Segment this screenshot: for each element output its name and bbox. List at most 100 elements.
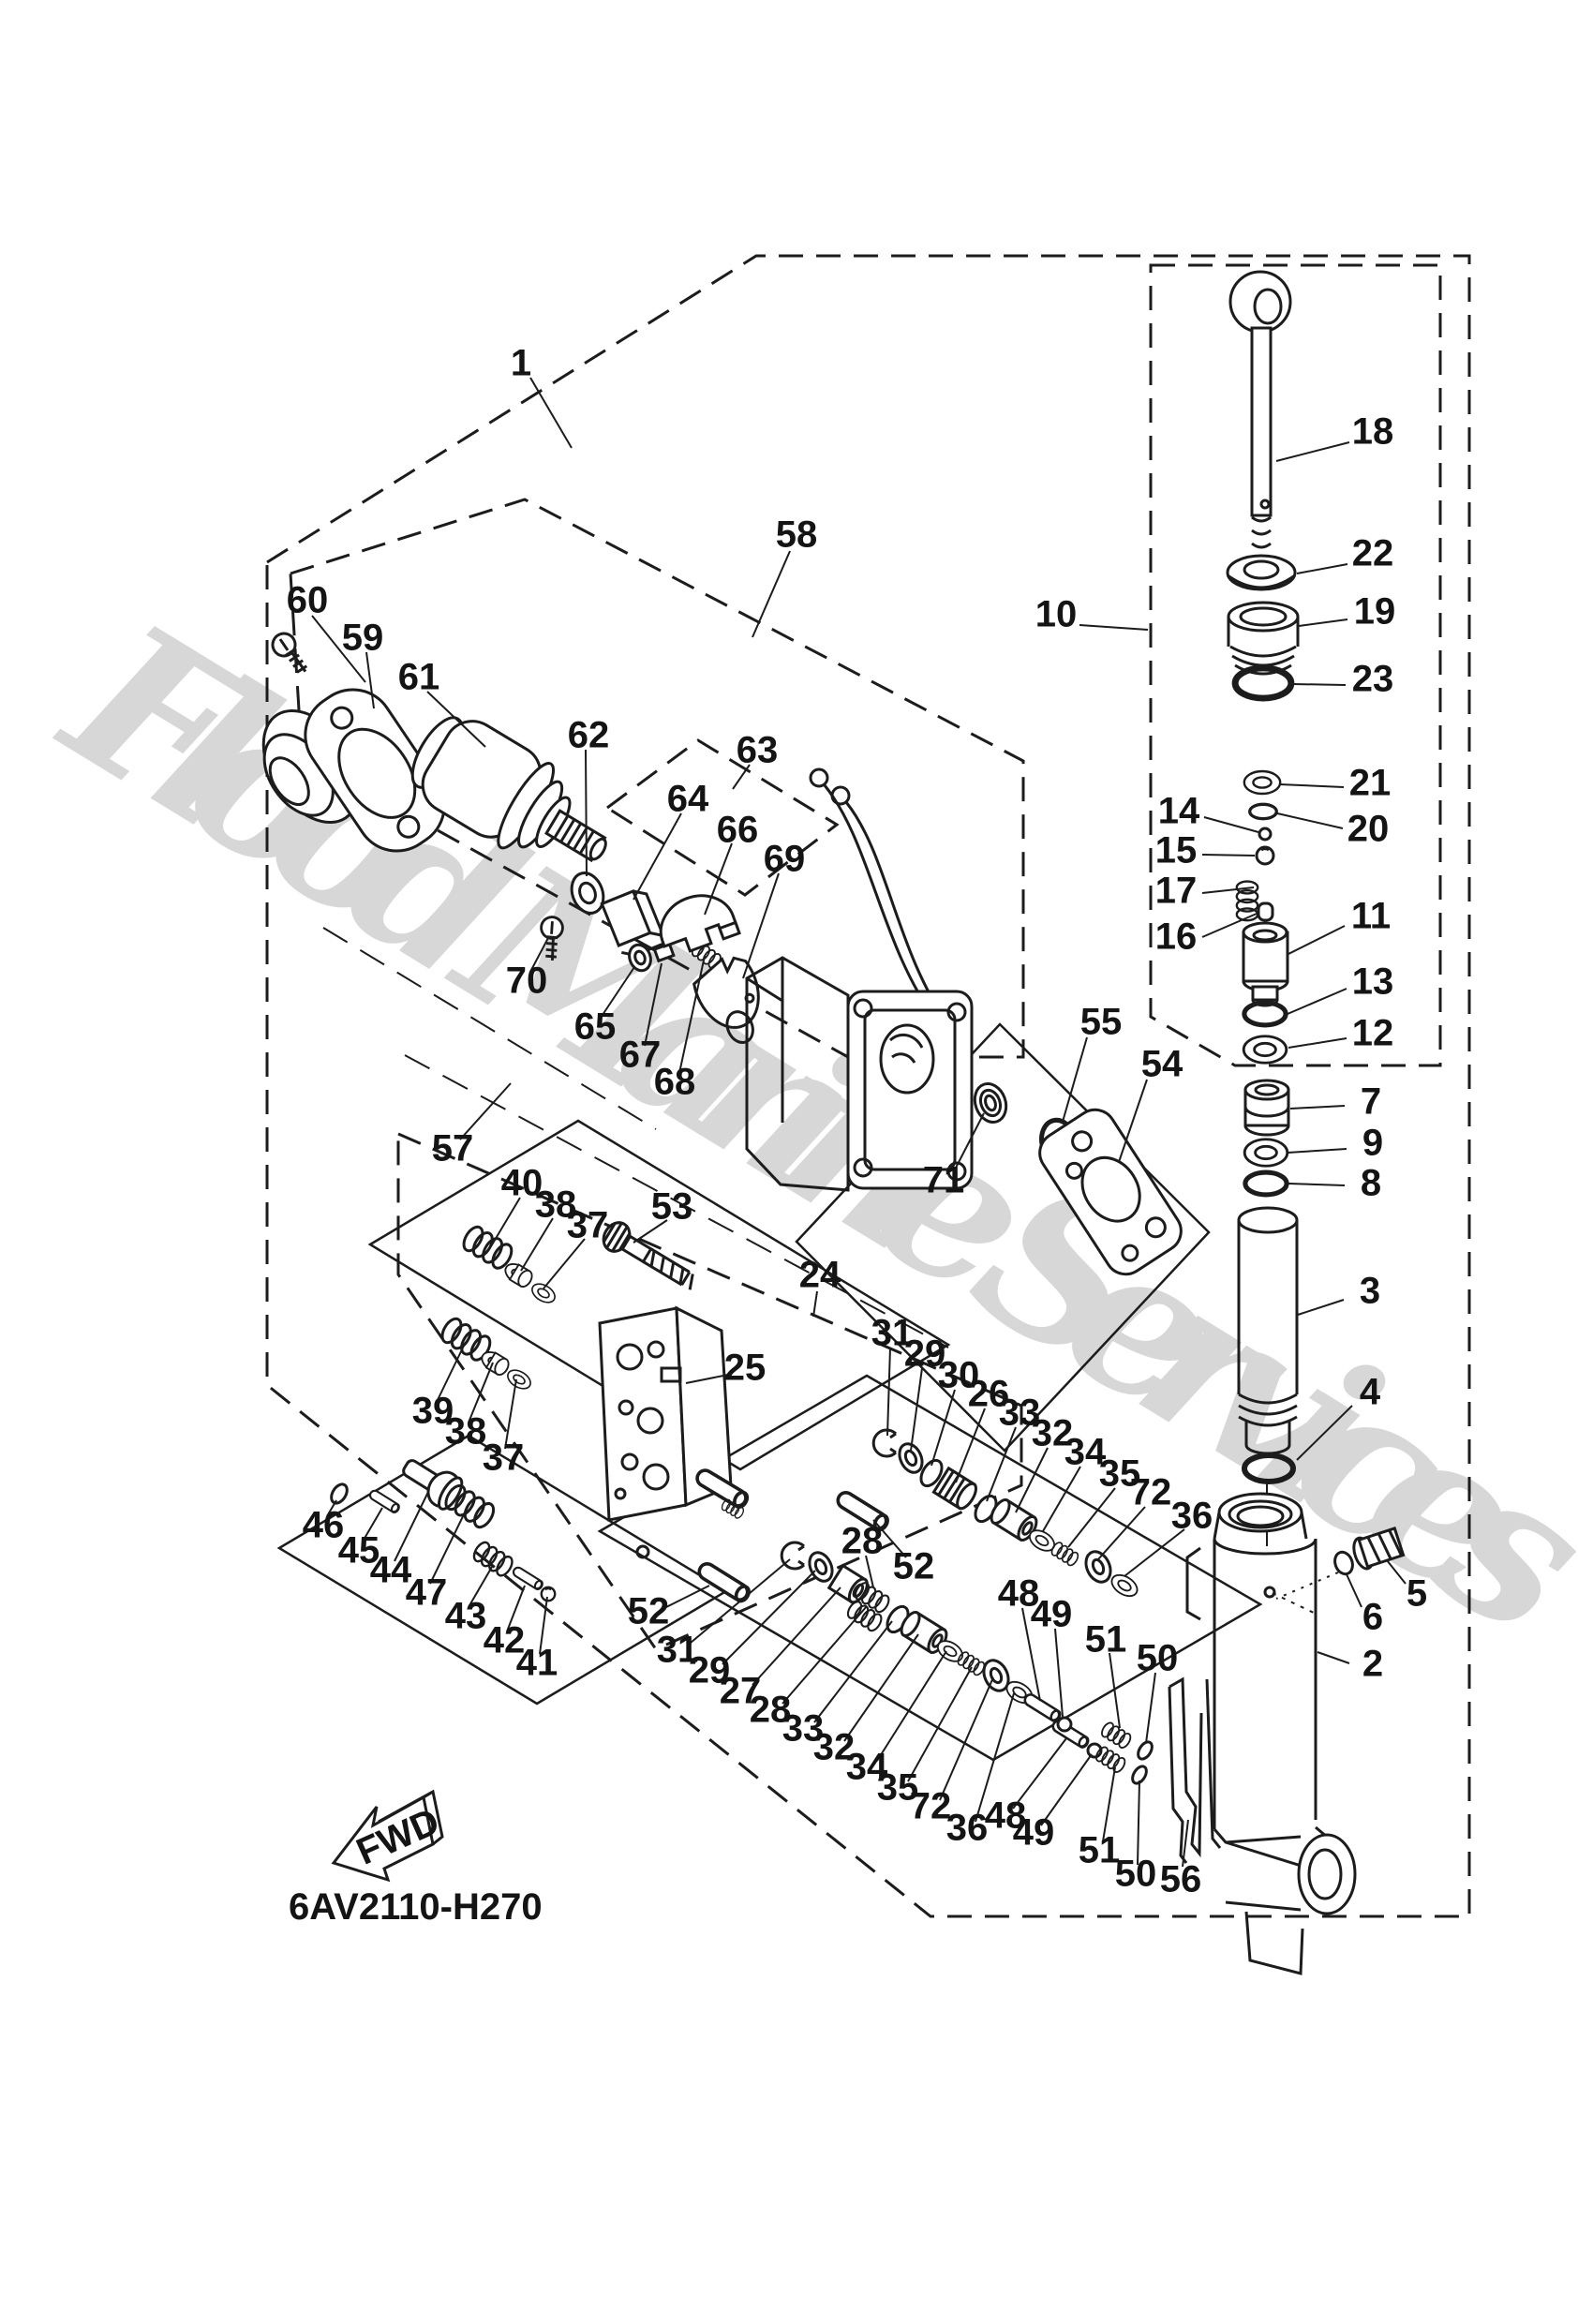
leader-line-18 <box>1275 441 1350 462</box>
part-label-24: 24 <box>799 1255 841 1296</box>
part-label-33: 33 <box>999 1393 1041 1434</box>
part-label-25: 25 <box>724 1348 767 1389</box>
leader-line-32 <box>1015 1447 1049 1513</box>
part-42-pin <box>511 1564 545 1592</box>
part-53-bolt <box>597 1216 704 1298</box>
part-49-ball <box>1056 1716 1073 1733</box>
leader-line-35 <box>907 1666 973 1782</box>
part-51-spring <box>1093 1744 1128 1776</box>
part-label-35: 35 <box>1099 1453 1141 1495</box>
leader-line-50 <box>1137 1780 1140 1866</box>
watermark: Flood Marine Services <box>26 574 1578 1683</box>
part-label-43: 43 <box>445 1596 487 1637</box>
leader-line-51 <box>1102 1766 1116 1842</box>
part-62-washer <box>570 872 605 915</box>
part-label-32: 32 <box>1032 1413 1074 1454</box>
hidden-pin-line <box>1275 1572 1339 1600</box>
part-11-valve-body <box>1242 921 1289 1007</box>
leader-line-2 <box>1317 1651 1350 1664</box>
part-3-cylinder-tube <box>1237 1206 1299 1455</box>
leader-line-36 <box>975 1692 1015 1823</box>
leader-line-13 <box>1287 988 1347 1015</box>
leader-line-43 <box>468 1566 493 1608</box>
part-label-34: 34 <box>1064 1432 1107 1473</box>
leader-line-56 <box>1182 1819 1189 1868</box>
leader-line-52 <box>872 1519 907 1558</box>
part-label-42: 42 <box>484 1620 526 1661</box>
part-label-50: 50 <box>1115 1854 1157 1895</box>
leader-line-69 <box>742 872 780 979</box>
part-label-59: 59 <box>342 618 384 659</box>
leader-line-72 <box>939 1676 994 1801</box>
leader-line-40 <box>490 1197 521 1247</box>
part-label-71: 71 <box>923 1160 965 1201</box>
leader-line-32 <box>843 1633 919 1742</box>
part-56-bracket <box>1168 1676 1222 1864</box>
part-label-53: 53 <box>651 1186 693 1228</box>
part-45-pin <box>367 1487 402 1515</box>
part-label-56: 56 <box>1160 1859 1202 1900</box>
leader-line-38 <box>520 1217 554 1272</box>
part-label-61: 61 <box>398 657 440 698</box>
leader-line-14 <box>1203 816 1259 833</box>
part-label-62: 62 <box>568 715 610 756</box>
hidden-hole-line <box>1272 1592 1317 1615</box>
leader-line-1 <box>529 377 573 449</box>
part-label-1: 1 <box>511 343 531 384</box>
plane-lower-chain <box>597 1374 1263 1762</box>
leader-line-45 <box>362 1507 383 1542</box>
part-label-3: 3 <box>1360 1271 1380 1312</box>
leader-line-58 <box>752 550 791 638</box>
leader-line-71 <box>953 1112 985 1172</box>
leader-line-62 <box>585 749 588 877</box>
part-67-terminal <box>652 942 676 963</box>
part-label-47: 47 <box>406 1572 448 1614</box>
part-54-gasket <box>1038 1108 1183 1276</box>
leader-line-67 <box>644 962 662 1047</box>
part-label-35: 35 <box>877 1767 919 1809</box>
part-label-18: 18 <box>1352 411 1394 453</box>
part-label-52: 52 <box>893 1546 935 1587</box>
part-label-54: 54 <box>1141 1044 1184 1085</box>
part-label-66: 66 <box>717 810 759 851</box>
leader-line-22 <box>1296 563 1348 574</box>
part-label-12: 12 <box>1352 1013 1394 1054</box>
part-label-16: 16 <box>1155 916 1198 958</box>
leader-line-19 <box>1298 618 1348 627</box>
part-37-valve-seat <box>503 1365 535 1393</box>
leader-line-61 <box>426 691 486 748</box>
part-label-51: 51 <box>1085 1619 1127 1661</box>
leader-line-17 <box>1201 886 1255 894</box>
part-label-49: 49 <box>1013 1812 1055 1854</box>
part-66-brush-holder <box>659 894 741 953</box>
part-label-28: 28 <box>841 1521 884 1562</box>
subassembly-box-58 <box>289 498 1025 1059</box>
part-label-13: 13 <box>1352 961 1394 1003</box>
leader-line-52 <box>662 1585 710 1610</box>
leader-line-49 <box>1040 1753 1093 1826</box>
part-label-38: 38 <box>445 1411 487 1452</box>
part-label-60: 60 <box>287 580 329 621</box>
part-label-23: 23 <box>1352 659 1394 700</box>
axis-line <box>322 927 657 1130</box>
leader-line-57 <box>459 1082 512 1140</box>
part-label-28: 28 <box>750 1690 792 1731</box>
leader-line-20 <box>1276 812 1344 829</box>
part-25-valve-manifold <box>598 1305 733 1559</box>
part-label-67: 67 <box>619 1035 662 1076</box>
leader-line-44 <box>394 1489 430 1562</box>
part-71-oil-seal <box>973 1082 1008 1124</box>
leader-line-33 <box>813 1620 893 1723</box>
part-7-piston-seal <box>1243 1079 1290 1137</box>
part-label-40: 40 <box>501 1163 543 1204</box>
boundary-group <box>265 254 1471 1918</box>
part-16-pin <box>1257 901 1274 922</box>
part-52-pin <box>694 1558 753 1605</box>
part-label-48: 48 <box>998 1573 1040 1615</box>
part-label-7: 7 <box>1361 1081 1381 1123</box>
part-label-19: 19 <box>1354 591 1396 633</box>
part-43-spring <box>469 1538 516 1580</box>
part-35-spring <box>955 1649 988 1678</box>
leader-line-34 <box>1042 1466 1081 1532</box>
